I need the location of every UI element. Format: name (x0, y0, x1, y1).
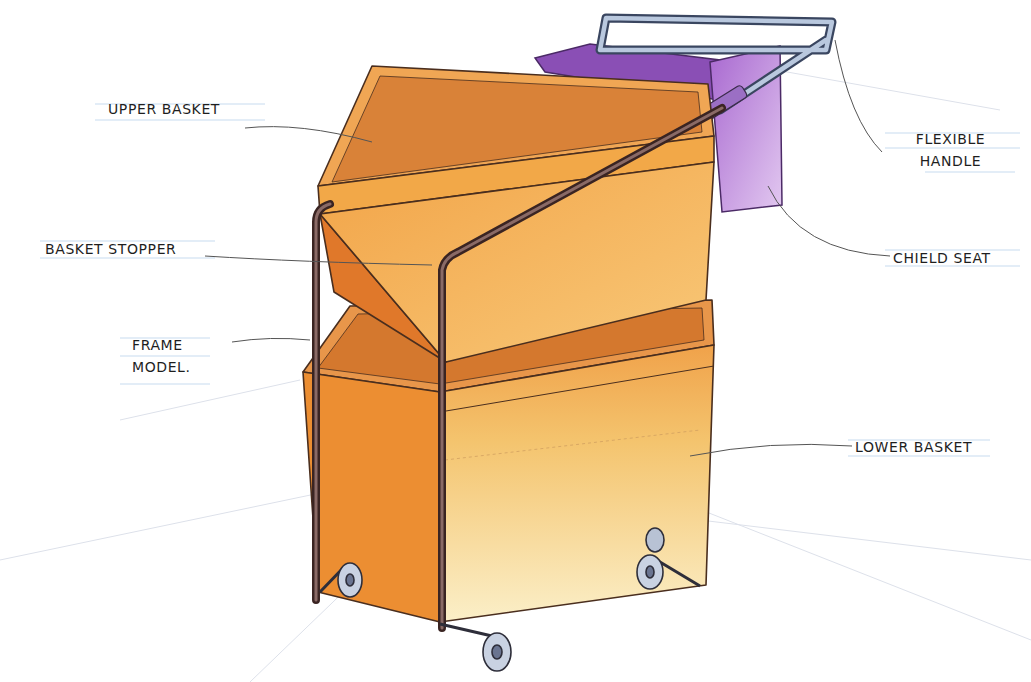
part-label: UPPER BASKET (108, 98, 278, 120)
frame (316, 108, 722, 628)
part-label: CHIELD SEAT (893, 247, 1023, 269)
part-label: FRAME MODEL. (132, 334, 206, 378)
perspective-guides (0, 60, 1031, 682)
part-label: LOWER BASKET (855, 436, 995, 458)
lower-basket (303, 300, 714, 622)
wheels (320, 528, 700, 671)
leader-lines (205, 40, 890, 456)
upper-basket (318, 66, 714, 362)
part-label: BASKET STOPPER (45, 238, 220, 260)
part-label: FLEXIBLE HANDLE (893, 128, 1008, 172)
